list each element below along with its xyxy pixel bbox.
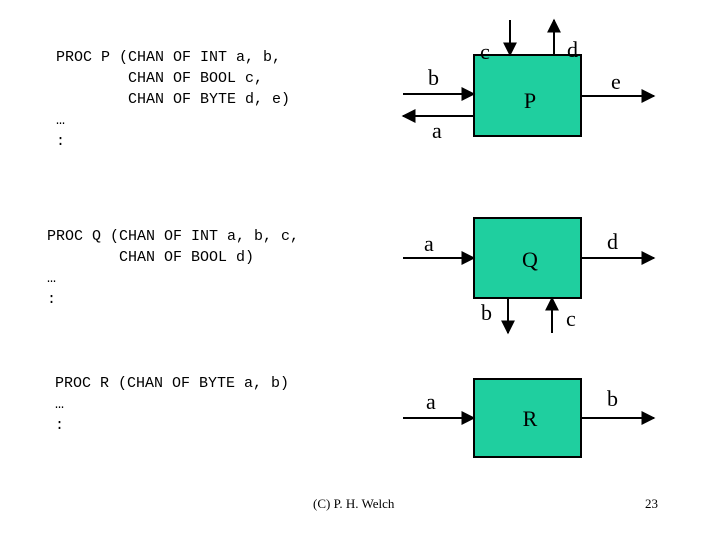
proc-p-line: CHAN OF BYTE d, e): [56, 91, 291, 108]
proc-p-line: …: [56, 112, 66, 129]
process-r-label: R: [523, 406, 538, 431]
proc-p-line: :: [56, 133, 66, 150]
proc-q-line: …: [47, 270, 57, 287]
channel-p-a-label: a: [432, 118, 442, 143]
proc-p-line: CHAN OF BOOL c,: [56, 70, 264, 87]
process-r-box: [473, 378, 582, 458]
proc-r-line: …: [55, 396, 65, 413]
process-q: Q a d b c: [403, 217, 656, 335]
channel-r-b-label: b: [607, 386, 618, 411]
proc-q-line: PROC Q (CHAN OF INT a, b, c,: [47, 228, 300, 245]
channel-p-e-label: e: [611, 69, 621, 94]
channel-q-d-label: d: [607, 229, 618, 254]
footer-credit: (C) P. H. Welch: [313, 496, 395, 511]
proc-p-line: PROC P (CHAN OF INT a, b,: [56, 49, 282, 66]
channel-p-c-label: c: [480, 39, 490, 64]
proc-r-code: PROC R (CHAN OF BYTE a, b) … :: [55, 373, 289, 436]
channel-q-c-label: c: [566, 306, 576, 331]
page-number: 23: [645, 496, 658, 511]
proc-q-line: CHAN OF BOOL d): [47, 249, 255, 266]
process-p-box: [473, 54, 582, 137]
proc-p-code: PROC P (CHAN OF INT a, b, CHAN OF BOOL c…: [56, 47, 290, 152]
process-q-label: Q: [522, 247, 538, 272]
channel-q-b-label: b: [481, 300, 492, 325]
process-p: P b a c d e: [401, 18, 656, 143]
channel-r-a-label: a: [426, 389, 436, 414]
channel-p-d-label: d: [567, 37, 578, 62]
proc-r-line: PROC R (CHAN OF BYTE a, b): [55, 375, 290, 392]
proc-q-code: PROC Q (CHAN OF INT a, b, c, CHAN OF BOO…: [47, 226, 299, 310]
process-r: R a b: [403, 378, 656, 458]
channel-p-b-label: b: [428, 65, 439, 90]
process-p-label: P: [524, 88, 536, 113]
proc-r-line: :: [55, 417, 65, 434]
channel-q-a-label: a: [424, 231, 434, 256]
proc-q-line: :: [47, 291, 57, 308]
